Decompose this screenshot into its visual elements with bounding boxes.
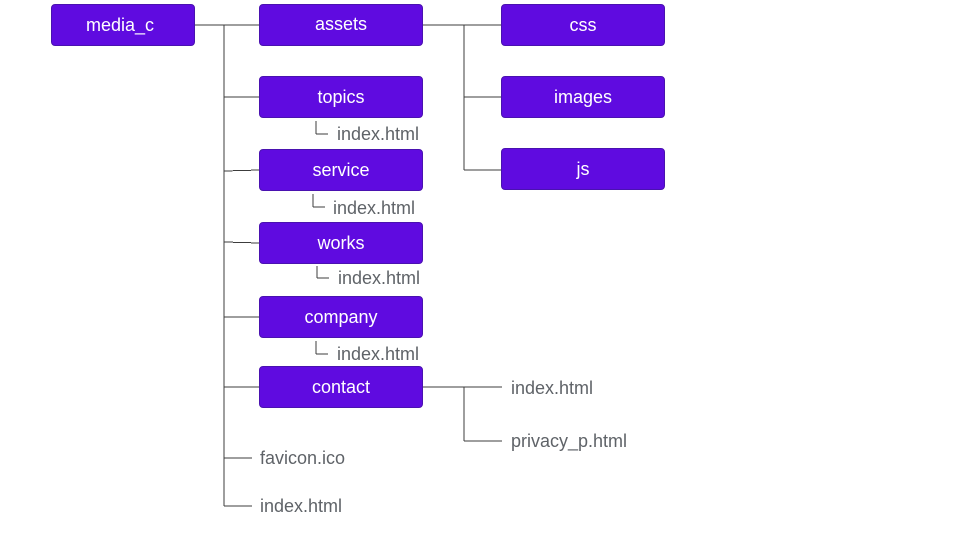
connector-trunk-works bbox=[223, 241, 261, 244]
file-topics-index[interactable]: index.html bbox=[337, 124, 420, 144]
folder-node-images[interactable]: images bbox=[501, 76, 665, 118]
file-contact-index[interactable]: index.html bbox=[511, 378, 594, 398]
folder-label-media-c: media_c bbox=[85, 14, 155, 35]
folder-node-contact[interactable]: contact bbox=[259, 366, 423, 408]
folder-label-assets: assets bbox=[314, 13, 368, 34]
folder-node-service[interactable]: service bbox=[259, 149, 423, 191]
file-service-index[interactable]: index.html bbox=[333, 198, 416, 218]
file-works-index[interactable]: index.html bbox=[338, 268, 421, 288]
file-root-index[interactable]: index.html bbox=[260, 496, 343, 516]
folder-node-topics[interactable]: topics bbox=[259, 76, 423, 118]
folder-label-works: works bbox=[317, 232, 365, 253]
folder-label-images: images bbox=[553, 86, 613, 107]
file-contact-privacy[interactable]: privacy_p.html bbox=[511, 431, 628, 451]
folder-label-service: service bbox=[312, 159, 370, 180]
folder-label-contact: contact bbox=[311, 376, 371, 397]
file-favicon[interactable]: favicon.ico bbox=[260, 448, 346, 468]
folder-node-assets[interactable]: assets bbox=[259, 4, 423, 46]
folder-node-works[interactable]: works bbox=[259, 222, 423, 264]
file-company-index[interactable]: index.html bbox=[337, 344, 420, 364]
folder-label-company: company bbox=[304, 306, 378, 327]
folder-label-topics: topics bbox=[317, 86, 365, 107]
folder-node-css[interactable]: css bbox=[501, 4, 665, 46]
folder-node-media-c[interactable]: media_c bbox=[51, 4, 195, 46]
folder-label-js: js bbox=[576, 158, 590, 179]
folder-node-company[interactable]: company bbox=[259, 296, 423, 338]
connector-trunk-service bbox=[223, 169, 261, 172]
folder-node-js[interactable]: js bbox=[501, 148, 665, 190]
folder-label-css: css bbox=[569, 14, 597, 35]
